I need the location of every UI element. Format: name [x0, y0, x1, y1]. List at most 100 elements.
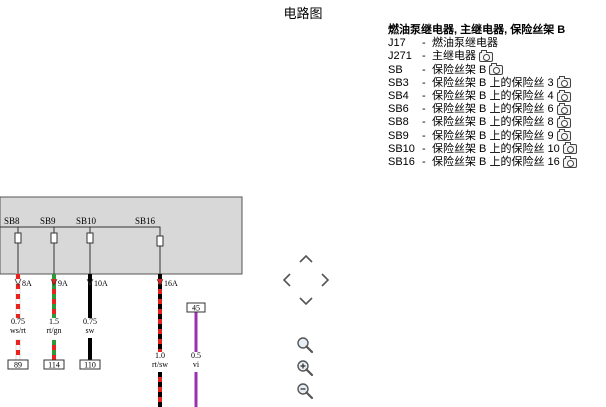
camera-icon[interactable] — [556, 76, 571, 89]
wire-color: rt/gn — [46, 326, 61, 335]
pan-down-icon[interactable] — [297, 292, 315, 310]
zoom-in-icon[interactable] — [296, 359, 314, 377]
page-title: 电路图 — [283, 6, 323, 21]
fuse-rating: 16A — [164, 279, 178, 288]
legend-description: 燃油泵继电器 — [432, 37, 498, 50]
legend-code: SB4 — [388, 90, 409, 103]
fuse-rating: 9A — [58, 279, 68, 288]
legend-dash: - — [422, 142, 426, 155]
legend-dash: - — [422, 50, 426, 63]
fuse-label: SB16 — [135, 216, 156, 226]
legend-row: SB9-保险丝架 B 上的保险丝 9 — [388, 129, 602, 143]
pan-up-icon[interactable] — [297, 250, 315, 268]
fuse-sb9[interactable]: SB9 — [40, 216, 58, 274]
camera-icon[interactable] — [556, 129, 571, 142]
fuse-rating: 8A — [22, 279, 32, 288]
wire-size: 1.0 — [155, 351, 165, 360]
legend-description: 保险丝架 B 上的保险丝 9 — [432, 129, 554, 142]
legend-code: J17 — [388, 37, 406, 50]
legend-row: SB16-保险丝架 B 上的保险丝 16 — [388, 155, 602, 169]
legend-dash: - — [422, 63, 426, 76]
legend-row: J17 -燃油泵继电器 — [388, 37, 602, 50]
legend-description: 保险丝架 B 上的保险丝 16 — [432, 156, 560, 169]
legend-code: SB8 — [388, 116, 409, 129]
wire-color: sw — [86, 326, 95, 335]
fuse-symbol — [156, 235, 164, 247]
legend-code: SB16 — [388, 156, 415, 169]
fuse-sb10[interactable]: SB10 — [76, 216, 97, 274]
legend-description: 保险丝架 B 上的保险丝 4 — [432, 90, 554, 103]
legend-row: SB4-保险丝架 B 上的保险丝 4 — [388, 89, 602, 103]
legend-row: SB6-保险丝架 B 上的保险丝 6 — [388, 102, 602, 116]
legend-code: SB10 — [388, 142, 415, 155]
wire-arrow — [50, 278, 58, 286]
wire-arrow — [14, 278, 22, 286]
fuse-symbol — [50, 232, 58, 244]
legend-dash: - — [422, 76, 426, 89]
pan-controls — [278, 250, 334, 310]
terminal-number: 110 — [84, 361, 96, 370]
zoom-fit-icon[interactable] — [296, 336, 314, 354]
legend-row: SB-保险丝架 B — [388, 63, 602, 77]
legend-code: SB9 — [388, 129, 409, 142]
terminal-110[interactable]: 110 — [79, 359, 101, 370]
fuse-sb16[interactable]: SB16 — [135, 216, 164, 274]
legend-code: J271 — [388, 50, 412, 63]
fuse-rating: 10A — [94, 279, 108, 288]
camera-icon[interactable] — [556, 89, 571, 102]
wire-color: rt/sw — [152, 360, 168, 369]
wire-size: 1.5 — [49, 317, 59, 326]
legend-row: SB10-保险丝架 B 上的保险丝 10 — [388, 142, 602, 156]
legend-code: SB3 — [388, 76, 409, 89]
camera-icon[interactable] — [562, 155, 577, 168]
legend-description: 保险丝架 B 上的保险丝 3 — [432, 76, 554, 89]
fuse-symbol — [14, 232, 22, 244]
legend-description: 主继电器 — [432, 50, 476, 63]
terminal-89[interactable]: 89 — [7, 359, 29, 370]
camera-icon[interactable] — [556, 102, 571, 115]
camera-icon[interactable] — [479, 50, 493, 62]
fuse-sb8[interactable]: SB8 — [4, 216, 22, 274]
legend-dash: - — [422, 37, 426, 50]
legend-description: 保险丝架 B 上的保险丝 6 — [432, 103, 554, 116]
camera-icon[interactable] — [489, 63, 504, 76]
fuse-symbol — [86, 232, 94, 244]
wire-group — [14, 273, 198, 407]
legend-dash: - — [422, 129, 426, 142]
terminal-45[interactable]: 45 — [186, 302, 206, 313]
terminal-number: 89 — [14, 361, 22, 370]
wire-size: 0.5 — [191, 351, 201, 360]
legend-code: SB6 — [388, 103, 409, 116]
legend-dash: - — [422, 90, 426, 103]
legend-description: 保险丝架 B 上的保险丝 10 — [432, 142, 560, 155]
wire-arrow — [86, 278, 94, 286]
legend-row: J271-主继电器 — [388, 50, 602, 63]
wire-arrow — [156, 278, 164, 286]
pan-right-icon[interactable] — [316, 271, 334, 289]
pan-left-icon[interactable] — [278, 271, 296, 289]
wire-color: ws/rt — [10, 326, 27, 335]
legend-dash: - — [422, 156, 426, 169]
terminal-number: 114 — [48, 361, 60, 370]
fuse-holder-box — [0, 196, 243, 275]
zoom-out-icon[interactable] — [296, 382, 314, 400]
wire-size: 0.75 — [11, 317, 25, 326]
fuse-label: SB8 — [4, 216, 20, 226]
fuse-label: SB10 — [76, 216, 97, 226]
terminal-number: 45 — [192, 304, 200, 313]
legend-row: SB8-保险丝架 B 上的保险丝 8 — [388, 116, 602, 129]
legend-dash: - — [422, 103, 426, 116]
bus-bar — [0, 226, 161, 232]
camera-icon[interactable] — [562, 142, 577, 155]
camera-icon[interactable] — [556, 116, 571, 129]
wire-size: 0.75 — [83, 317, 97, 326]
legend-description: 保险丝架 B — [432, 63, 487, 76]
legend-description: 保险丝架 B 上的保险丝 8 — [432, 116, 554, 129]
legend-dash: - — [422, 116, 426, 129]
wiring-diagram: SB8 SB9 SB10 SB16 8A 9A 10A 16A 0.75 ws/… — [0, 196, 243, 407]
wire-color: vi — [193, 360, 200, 369]
terminal-114[interactable]: 114 — [43, 359, 65, 370]
fuse-label: SB9 — [40, 216, 56, 226]
